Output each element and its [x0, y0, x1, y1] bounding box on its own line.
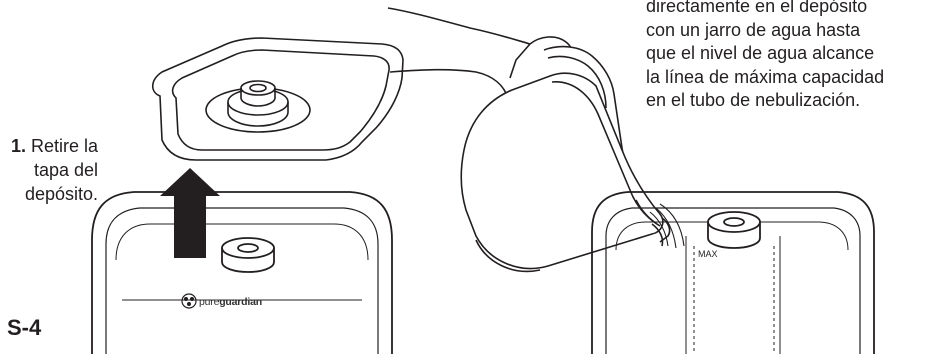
page-number-label: S-4: [7, 315, 41, 341]
humidifier-body-left: [92, 192, 392, 354]
step-1-line-1: 1. Retire la: [2, 134, 98, 158]
max-fill-line-label: MAX: [698, 249, 718, 259]
step-2-line-2: con un jarro de agua hasta: [646, 19, 921, 43]
step-1-text: 1. Retire la tapa del depósito.: [2, 134, 98, 206]
step-2-line-1: directamente en el depósito: [646, 0, 921, 19]
step-2-line-5: en el tubo de nebulización.: [646, 89, 921, 113]
tank-lid: [153, 38, 403, 160]
hand-and-pitcher: [388, 8, 670, 271]
step-2-line-3: que el nivel de agua alcance: [646, 42, 921, 66]
up-arrow-icon: [160, 168, 220, 258]
step-2-text: directamente en el depósito con un jarro…: [646, 0, 921, 113]
brand-name-bold: guardian: [219, 296, 262, 308]
step-2-line-4: la línea de máxima capacidad: [646, 66, 921, 90]
brand-name: pureguardian: [199, 296, 262, 308]
step-1-line-1-text: Retire la: [26, 136, 98, 156]
step-1-number: 1.: [11, 136, 26, 156]
brand-logo-icon: [182, 294, 196, 308]
brand-name-light: pure: [199, 296, 219, 308]
step-1-line-2: tapa del: [2, 158, 98, 182]
step-1-line-3: depósito.: [2, 182, 98, 206]
